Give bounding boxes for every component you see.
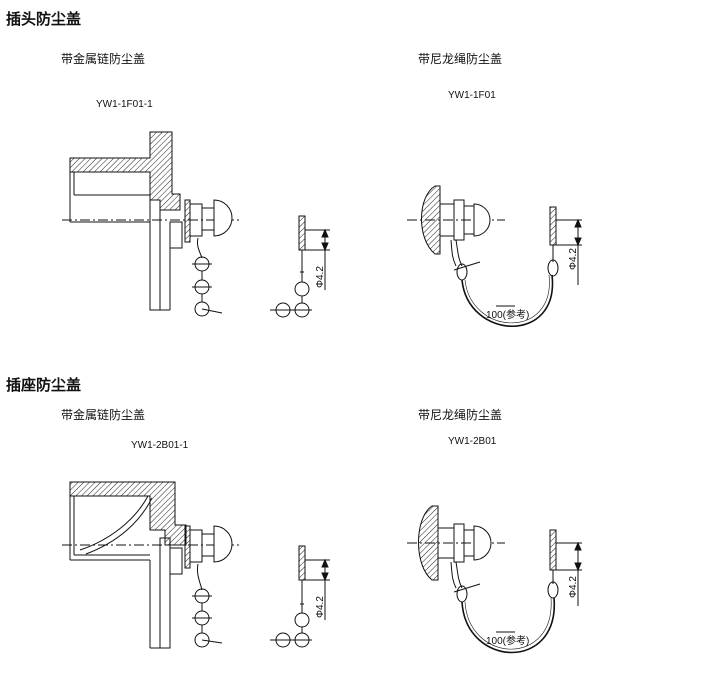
plug-nylon-rope-length: 100(参考) [486,308,529,321]
socket-metal-chain-code: YW1-2B01-1 [131,440,189,451]
socket-nylon-rope-code: YW1-2B01 [448,436,497,447]
plug-metal-chain-drawing [62,131,240,317]
socket-metal-chain-drawing [62,481,240,649]
plug-metal-chain-label: 带金属链防尘盖 [61,52,146,66]
socket-metal-chain-label: 带金属链防尘盖 [61,408,146,422]
socket-metal-chain-dim: Φ4.2 [315,596,326,618]
plug-metal-chain-dim: Φ4.2 [315,266,326,288]
plug-nylon-rope-detail [496,206,582,307]
socket-nylon-rope-label: 带尼龙绳防尘盖 [418,408,503,422]
plug-metal-chain-code: YW1-1F01-1 [96,99,153,110]
plug-nylon-rope-dim: Φ4.2 [568,248,579,270]
plug-nylon-rope-label: 带尼龙绳防尘盖 [418,52,503,66]
plug-section-title: 插头防尘盖 [6,10,82,28]
plug-nylon-rope-drawing [407,185,554,327]
socket-nylon-rope-drawing [407,505,555,654]
socket-chain-detail [270,545,330,648]
socket-section-title: 插座防尘盖 [6,376,82,394]
socket-nylon-rope-length: 100(参考) [486,634,529,647]
socket-nylon-rope-detail [496,529,582,633]
socket-nylon-rope-dim: Φ4.2 [568,576,579,598]
plug-chain-detail [270,215,330,318]
plug-nylon-rope-code: YW1-1F01 [448,90,496,101]
